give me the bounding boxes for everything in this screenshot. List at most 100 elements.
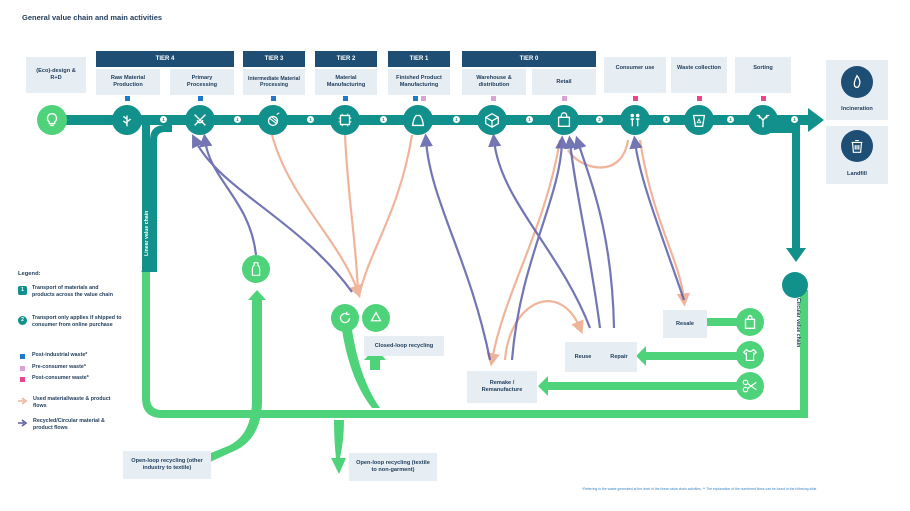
flow-closedloop-to-primary <box>192 134 353 293</box>
page-title: General value chain and main activities <box>22 13 163 22</box>
lightbulb-icon <box>37 105 67 135</box>
used-material-flows <box>270 134 690 367</box>
flow-tier1-to-closed-loop <box>358 134 414 293</box>
openloop-up-arrowhead <box>248 290 266 300</box>
post-consumer-marker <box>697 96 702 101</box>
green-loop-flows <box>141 262 808 474</box>
peach-arrow-icon <box>18 397 28 405</box>
post-industrial-swatch <box>20 354 25 359</box>
stage-waste-collection: Waste collection <box>671 57 727 93</box>
flow-resale-to-consumer <box>629 135 686 301</box>
package-icon <box>477 105 507 135</box>
transport-badge: 1 <box>453 116 460 123</box>
transport-badge: 1 <box>526 116 533 123</box>
post-industrial-marker <box>198 96 203 101</box>
legend-used-flows: Used material/waste & product flows <box>18 396 123 410</box>
fabric-icon <box>330 105 360 135</box>
transport-badge: 1 <box>380 116 387 123</box>
flow-consumer-to-resale <box>638 139 690 307</box>
stage-finished-product: Finished Product Manufacturing <box>388 69 450 95</box>
fiber-processing-icon <box>185 105 215 135</box>
tshirt-icon <box>736 341 764 369</box>
pre-consumer-marker <box>562 96 567 101</box>
linear-chain-label: Linear value chain <box>144 210 150 256</box>
stage-consumer-use: Consumer use <box>604 57 666 93</box>
stage-retail: Retail <box>532 69 596 95</box>
stage-sorting: Sorting <box>735 57 791 93</box>
legend-recycled-flows: Recycled/Circular material & product flo… <box>18 418 123 432</box>
legend-post-industrial: Post-industrial waste* <box>18 352 122 359</box>
resale-box: Resale <box>663 310 707 338</box>
legend-online-transport: 2 Transport only applies if shipped to c… <box>18 315 122 329</box>
stage-eco-design: (Eco)-design & R+D <box>26 57 86 93</box>
purple-arrow-icon <box>18 419 28 427</box>
online-transport-icon: 2 <box>18 316 27 325</box>
plant-icon <box>112 105 142 135</box>
loop-arrow-icon <box>331 304 359 332</box>
circular-start-node <box>782 272 808 298</box>
landfill-label: Landfill <box>847 171 867 177</box>
flow-repair-to-retail-2 <box>573 135 616 329</box>
legend-title: Legend: <box>18 271 41 277</box>
openloop-down-arrow <box>331 420 346 474</box>
transport-badge: 1 <box>791 116 798 123</box>
sorting-arrows-icon <box>748 105 778 135</box>
circular-chain-label: Circular value chain <box>795 298 801 348</box>
pre-consumer-marker <box>421 96 426 101</box>
post-consumer-marker <box>633 96 638 101</box>
stage-warehouse: Warehouse & distribution <box>462 69 526 95</box>
flow-repair-to-retail <box>564 135 602 329</box>
tier2-bar: TIER 2 <box>315 51 377 67</box>
flow-openloop-to-primary <box>199 133 258 256</box>
transport-icon: 1 <box>18 286 27 295</box>
flow-to-reuse <box>503 300 584 361</box>
transport-badge: 1 <box>307 116 314 123</box>
post-industrial-marker <box>125 96 130 101</box>
stage-primary-processing: Primary Processing <box>170 69 234 95</box>
recycle-icon <box>362 304 390 332</box>
open-loop-out-box: Open-loop recycling (textile to non-garm… <box>349 453 437 481</box>
transport-badge: 1 <box>663 116 670 123</box>
legend-post-consumer: Post-consumer waste* <box>18 375 122 382</box>
repair-box: Repair <box>601 342 637 372</box>
pre-consumer-swatch <box>20 366 25 371</box>
pre-consumer-marker <box>491 96 496 101</box>
tier0-bar: TIER 0 <box>462 51 596 67</box>
flow-remake-to-retail <box>510 135 569 361</box>
recycled-material-flows <box>192 133 686 361</box>
garment-icon <box>403 105 433 135</box>
incineration-label: Incineration <box>841 106 873 112</box>
closed-loop-box: Closed-loop recycling <box>364 336 444 356</box>
flame-icon <box>841 66 873 98</box>
post-industrial-marker <box>271 96 276 101</box>
flow-reuse-to-warehouse <box>488 133 592 329</box>
transport-badge: 1 <box>727 116 734 123</box>
bottle-icon <box>242 255 270 283</box>
trash-icon <box>841 130 873 162</box>
transport-badge: 1 <box>160 116 167 123</box>
footnote: *Referring to the waste generated at the… <box>582 487 817 491</box>
open-loop-in-box: Open-loop recycling (other industry to t… <box>123 451 211 479</box>
flow-tier2-to-closed-loop <box>343 134 360 293</box>
reuse-box: Reuse <box>565 342 601 372</box>
post-industrial-marker <box>413 96 418 101</box>
people-icon <box>620 105 650 135</box>
flow-consumer-to-retail <box>567 139 630 169</box>
online-transport-badge: 2 <box>596 116 603 123</box>
flow-tier3-to-closed-loop <box>270 134 363 299</box>
recycle-bin-icon <box>684 105 714 135</box>
closedloop-up-arrow <box>364 348 386 370</box>
post-industrial-marker <box>343 96 348 101</box>
tier4-bar: TIER 4 <box>96 51 234 67</box>
transport-badge: 1 <box>234 116 241 123</box>
flow-retail-to-remake <box>486 139 562 367</box>
tier3-bar: TIER 3 <box>243 51 305 67</box>
resale-bag-icon <box>736 308 764 336</box>
stage-intermediate: Intermediate Material Processing <box>243 69 305 95</box>
stage-material-mfg: Material Manufacturing <box>315 69 377 95</box>
yarn-icon <box>258 105 288 135</box>
legend-transport: 1 Transport of materials and products ac… <box>18 285 122 299</box>
tier1-bar: TIER 1 <box>388 51 450 67</box>
post-consumer-marker <box>761 96 766 101</box>
flow-remake-to-finished <box>419 133 492 361</box>
